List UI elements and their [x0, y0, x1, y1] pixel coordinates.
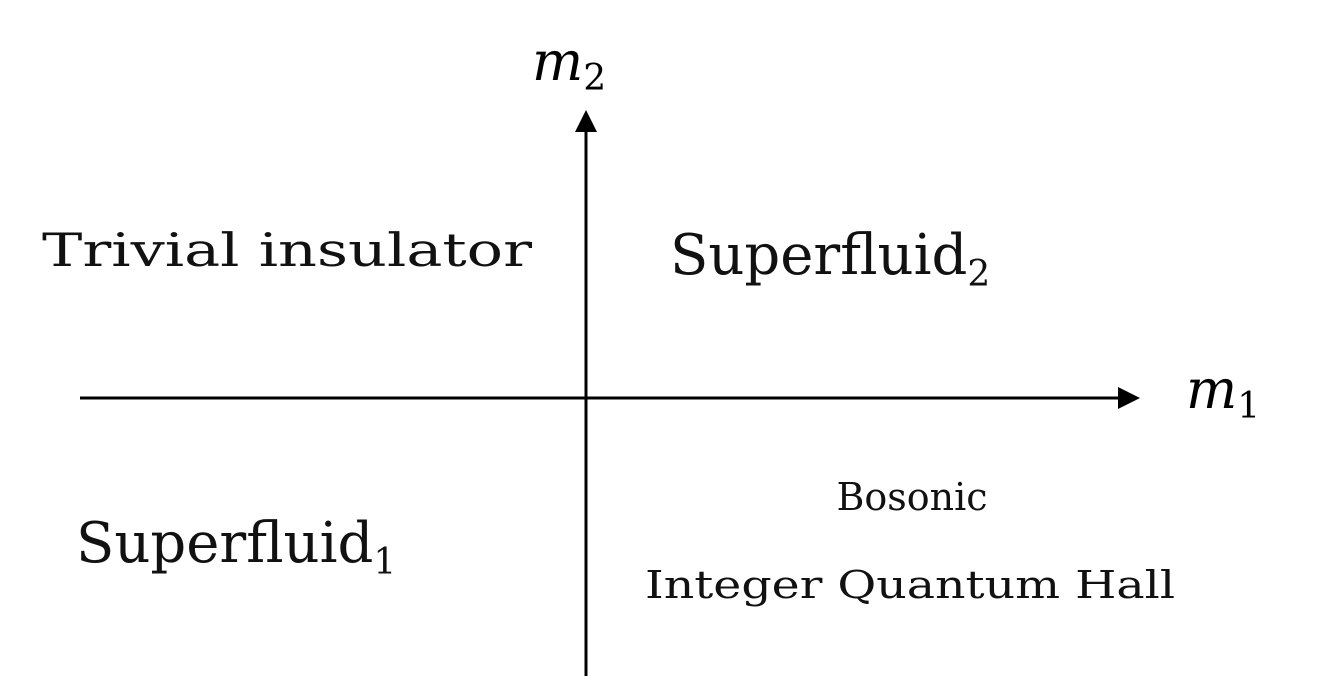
region-integer-quantum-hall-line2: Integer Quantum Hall [645, 563, 1175, 607]
region-trivial-insulator: Trivial insulator [42, 223, 532, 277]
region-bosonic-line1: Bosonic [836, 475, 987, 519]
x-axis-arrow-icon [1118, 387, 1140, 409]
y-axis-label: m2 [532, 30, 606, 99]
y-axis-label-subscript: 2 [583, 58, 606, 99]
x-axis-label: m1 [1186, 358, 1260, 427]
region-superfluid-2-base: Superfluid [670, 223, 967, 288]
region-superfluid-2-subscript: 2 [967, 254, 990, 295]
region-superfluid-1-base: Superfluid [76, 511, 373, 576]
region-superfluid-1: Superfluid1 [76, 511, 396, 583]
y-axis-label-base: m [532, 30, 583, 93]
region-superfluid-2: Superfluid2 [670, 223, 990, 295]
region-superfluid-1-subscript: 1 [373, 542, 396, 583]
y-axis-arrow-icon [575, 110, 597, 132]
x-axis-label-base: m [1186, 358, 1237, 421]
x-axis-label-subscript: 1 [1237, 386, 1260, 427]
